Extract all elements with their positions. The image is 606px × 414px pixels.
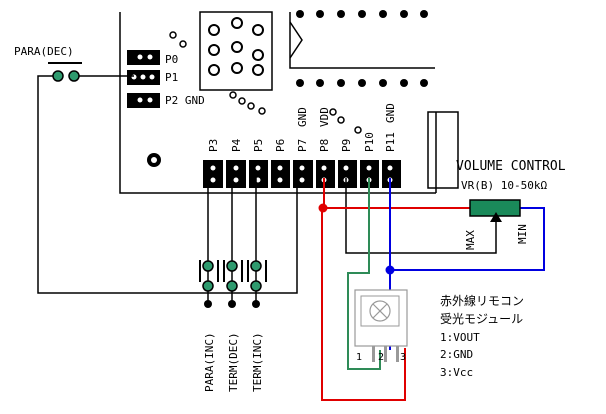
pin-label-vdd: VDD [318, 107, 331, 127]
pin-label-gnd-left: GND [296, 107, 309, 127]
pin-label-p5: P5 [252, 139, 265, 152]
connector-holes [208, 17, 264, 76]
bottom-switches: PARA(INC) TERM(DEC) TERM(INC) [199, 260, 267, 392]
pin-label-p8: P8 [318, 139, 331, 152]
ir-pin-gnd: 2:GND [440, 348, 473, 361]
label-term-inc: TERM(INC) [251, 332, 264, 392]
pin-label-p11: P11 [384, 132, 397, 152]
volume-title: VOLUME CONTROL [456, 159, 566, 174]
ic-pins [296, 10, 428, 87]
label-p0: P0 [165, 53, 178, 66]
ir-pin-1: 1 [356, 352, 362, 363]
label-para-dec: PARA(DEC) [14, 45, 74, 58]
ir-pin-vcc: 3:Vcc [440, 366, 473, 379]
pin-header: P3 P4 P5 P6 P7 P8 P9 P10 P11 GND VDD GND [203, 103, 401, 190]
ir-receiver-module: 1 2 3 赤外線リモコン 受光モジュール 1:VOUT 2:GND 3:Vcc [354, 289, 524, 379]
label-p1: P1 [165, 71, 178, 84]
pin-label-p4: P4 [230, 138, 243, 152]
ir-pin-2: 2 [378, 352, 384, 363]
pin-label-p3: P3 [207, 139, 220, 152]
label-term-dec: TERM(DEC) [227, 332, 240, 392]
potentiometer: VOLUME CONTROL VR(B) 10-50kΩ MAX MIN [456, 159, 566, 250]
ir-title-line2: 受光モジュール [440, 312, 523, 326]
pin-label-p9: P9 [340, 139, 353, 152]
ir-pin-3: 3 [400, 352, 406, 363]
volume-spec: VR(B) 10-50kΩ [461, 179, 547, 192]
pin-label-p7: P7 [296, 139, 309, 152]
green-wire [347, 178, 381, 370]
ir-pin-vout: 1:VOUT [440, 331, 480, 344]
ir-title-line1: 赤外線リモコン [440, 293, 524, 308]
pin-label-gnd-right: GND [384, 103, 397, 123]
label-p2-gnd: P2 GND [165, 94, 205, 107]
pot-min-label: MIN [516, 224, 529, 244]
pot-max-label: MAX [464, 230, 477, 250]
pin-label-p10: P10 [363, 132, 376, 152]
label-para-inc: PARA(INC) [203, 332, 216, 392]
board [119, 11, 437, 194]
right-edge-component [427, 111, 459, 189]
para-dec-switch: PARA(DEC) [14, 45, 82, 82]
pin-label-p6: P6 [274, 139, 287, 152]
trace-dots [169, 31, 362, 134]
left-header: P0 P1 P2 GND [127, 50, 205, 108]
